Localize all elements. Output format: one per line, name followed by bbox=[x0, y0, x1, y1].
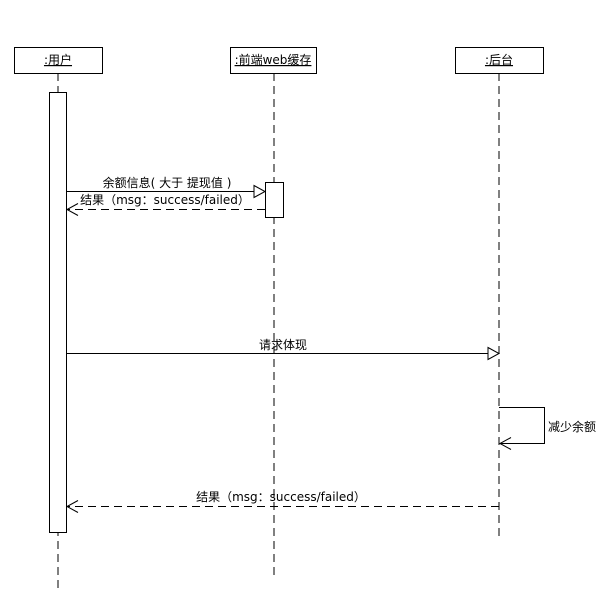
message-label: 请求体现 bbox=[259, 338, 307, 352]
open-arrow-icon bbox=[65, 500, 79, 513]
participant-user-label: :用户 bbox=[44, 52, 72, 67]
open-triangle-arrow-icon bbox=[253, 184, 267, 199]
message-label: 结果（msg：success/failed） bbox=[196, 490, 366, 504]
participant-frontend-cache[interactable]: :前端web缓存 bbox=[230, 47, 317, 74]
message-return-frontend[interactable]: 结果（msg：success/failed） bbox=[65, 193, 265, 216]
message-request-withdraw[interactable]: 请求体现 bbox=[66, 338, 501, 361]
message-return-backend[interactable]: 结果（msg：success/failed） bbox=[65, 490, 499, 513]
message-label: 余额信息( 大于 提现值 ) bbox=[103, 175, 232, 190]
open-triangle-arrow-icon bbox=[487, 346, 501, 361]
activation-frontend-cache bbox=[265, 182, 284, 218]
message-label: 减少余额 bbox=[548, 419, 596, 434]
participant-frontend-cache-label: :前端web缓存 bbox=[235, 52, 312, 67]
message-reduce-balance[interactable]: 减少余额 bbox=[498, 407, 596, 450]
participant-backend[interactable]: :后台 bbox=[455, 47, 544, 74]
open-arrow-icon bbox=[65, 203, 79, 216]
message-balance-info[interactable]: 余额信息( 大于 提现值 ) bbox=[66, 175, 267, 199]
activation-user bbox=[49, 92, 67, 533]
participant-backend-label: :后台 bbox=[485, 52, 513, 67]
open-arrow-icon bbox=[498, 437, 512, 450]
participant-user[interactable]: :用户 bbox=[14, 47, 103, 74]
message-label: 结果（msg：success/failed） bbox=[80, 193, 250, 207]
